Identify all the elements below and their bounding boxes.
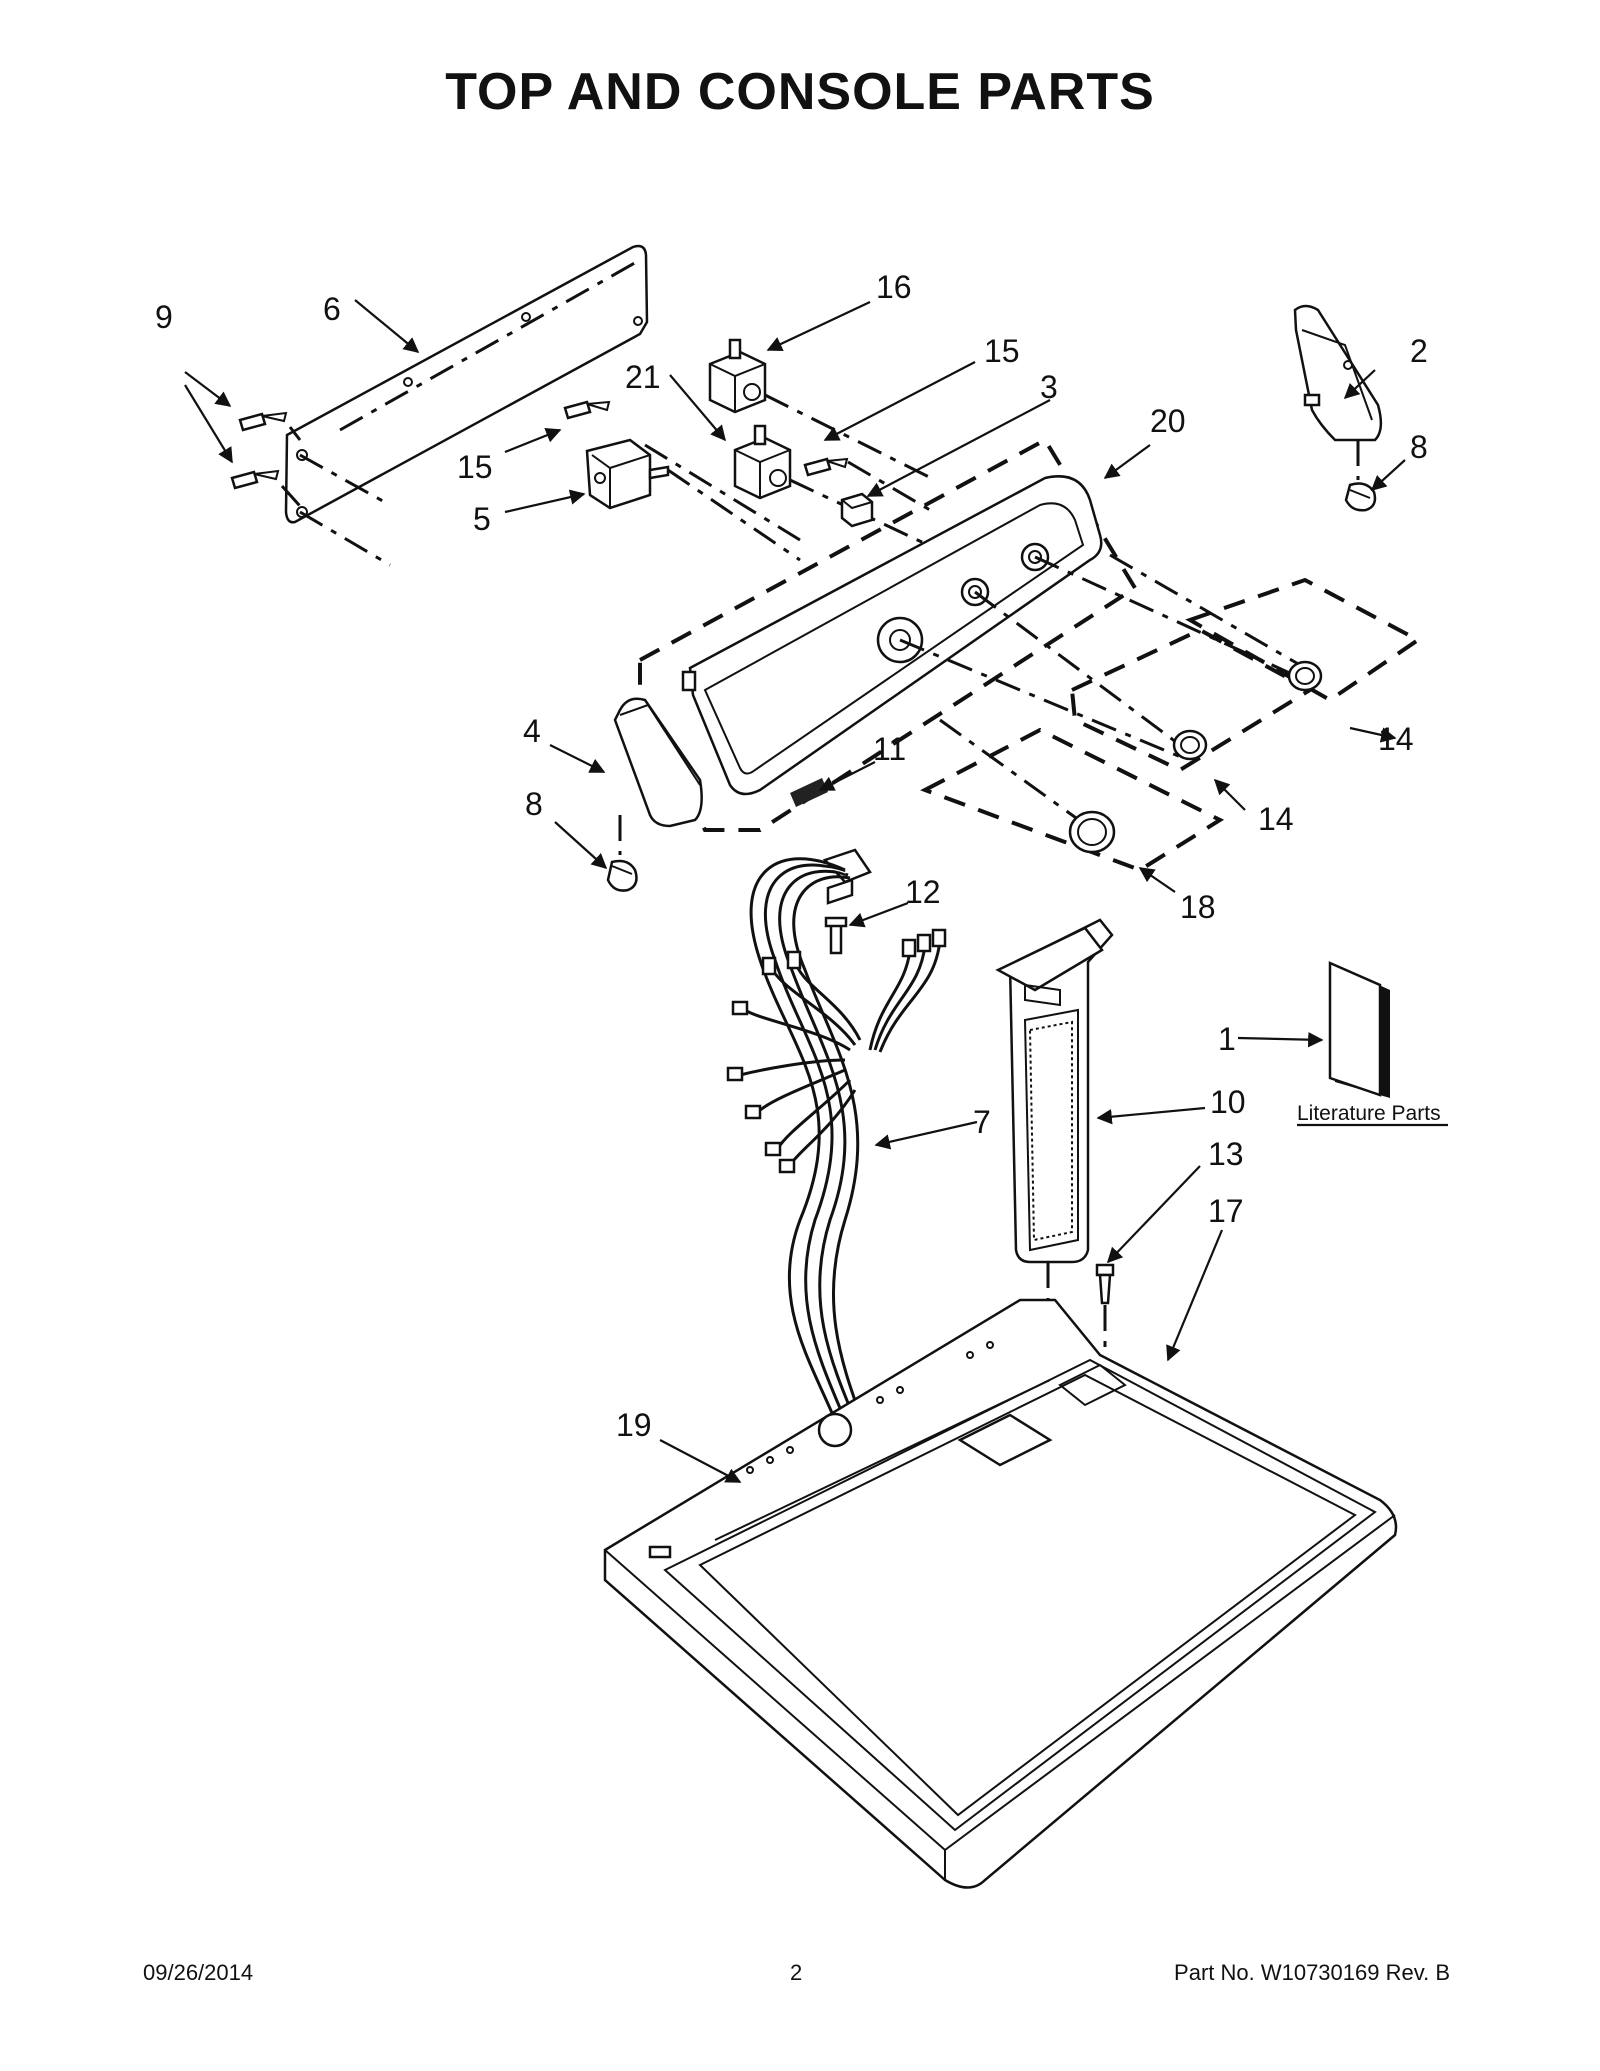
literature-parts-label: Literature Parts <box>1297 1102 1441 1125</box>
callout-5: 5 <box>473 501 491 537</box>
callout-12: 12 <box>905 874 941 910</box>
screw-15-right <box>803 457 849 477</box>
callout-15-right: 15 <box>984 333 1020 369</box>
knob-18 <box>1068 810 1116 854</box>
callout-10: 10 <box>1210 1084 1246 1120</box>
callout-19: 16 <box>876 269 912 305</box>
dryer-top-panel <box>603 1298 1398 1889</box>
callout-16: 17 <box>1208 1193 1244 1229</box>
knob-14-lower <box>1172 729 1208 761</box>
callout-18: 18 <box>1180 889 1216 925</box>
knob-group-14-lower <box>1069 627 1314 773</box>
callout-1: 1 <box>1218 1021 1236 1057</box>
callout-6: 6 <box>323 291 341 327</box>
maytag-badge <box>790 778 828 807</box>
screw-15-left <box>563 400 611 420</box>
callout-14-upper: 14 <box>1378 721 1414 757</box>
hinge-clip-8-left <box>606 859 638 892</box>
wire-harness <box>726 848 947 1421</box>
literature-booklet <box>1328 961 1390 1098</box>
knob-group-18 <box>920 727 1225 873</box>
callout-8-right: 8 <box>1410 429 1428 465</box>
knob-14-upper <box>1287 660 1323 692</box>
screw-9-top <box>238 411 288 432</box>
footer-part-number: Part No. W10730169 Rev. B <box>1174 1960 1450 1985</box>
callout-20: 20 <box>1150 403 1186 439</box>
callout-4: 4 <box>523 713 541 749</box>
callout-21: 21 <box>625 359 661 395</box>
callout-15-left: 15 <box>457 449 493 485</box>
footer-page-number: 2 <box>790 1960 803 1985</box>
screw-9-bottom <box>230 469 280 490</box>
lint-screen <box>995 918 1114 1264</box>
callout-3: 3 <box>1040 369 1058 405</box>
callout-9: 9 <box>155 299 173 335</box>
page-title: TOP AND CONSOLE PARTS <box>445 63 1155 121</box>
screw-13 <box>1095 1263 1115 1305</box>
hinge-clip-8-right <box>1344 482 1377 512</box>
callout-17: 19 <box>616 1407 652 1443</box>
callout-8-left: 8 <box>525 786 543 822</box>
callout-11: 11 <box>873 731 906 767</box>
footer-date: 09/26/2014 <box>143 1960 254 1985</box>
timer-switch <box>585 438 670 510</box>
callout-2: 2 <box>1410 333 1428 369</box>
callout-labels: 16 15 3 20 2 8 6 9 21 15 5 4 8 11 14 14 … <box>155 269 1441 1443</box>
harness-screw-12 <box>824 916 848 955</box>
callout-7: 7 <box>973 1104 991 1140</box>
leader-lines <box>184 299 1406 1483</box>
callout-14-lower: 14 <box>1258 801 1294 837</box>
switch-21 <box>733 424 792 500</box>
callout-13: 13 <box>1208 1136 1244 1172</box>
end-cap-left <box>613 697 703 828</box>
console-panel <box>681 475 1103 796</box>
end-cap-right <box>1293 304 1383 442</box>
console-clip-3 <box>840 492 874 528</box>
switch-19 <box>708 338 767 414</box>
console-back-panel <box>284 244 649 524</box>
